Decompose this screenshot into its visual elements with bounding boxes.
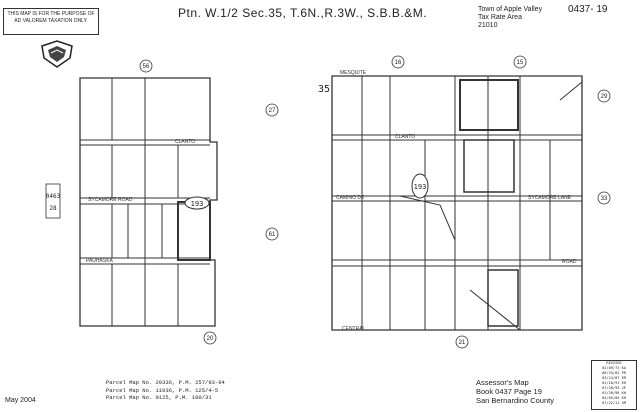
revised-date: 07/20/93 JP bbox=[602, 386, 626, 390]
tax-area-line3: 21010 bbox=[478, 22, 498, 29]
revised-date: 05/05/04 KH bbox=[602, 396, 626, 400]
area-number-193-right: 193 bbox=[414, 183, 427, 191]
adjacent-page-33: 33 bbox=[601, 196, 608, 202]
road-label-clanto: CLANTO bbox=[395, 134, 415, 140]
revised-date: 06/25/82 PR bbox=[602, 371, 626, 375]
revised-title: REVISED bbox=[606, 361, 622, 365]
adjacent-page-61: 61 bbox=[269, 232, 276, 238]
assessor-line3: San Bernardino County bbox=[476, 396, 554, 405]
road-label-mesquite: MESQUITE bbox=[340, 70, 367, 76]
disclaimer-box: THIS MAP IS FOR THE PURPOSE OF AD VALORE… bbox=[3, 8, 99, 35]
adjacent-page-21: 21 bbox=[459, 340, 466, 346]
revised-date: 02/09/73 KA bbox=[602, 366, 626, 370]
adjacent-page-29: 29 bbox=[601, 94, 608, 100]
adjacent-page-20: 20 bbox=[207, 336, 214, 342]
road-label-sycamore-lane: SYCAMORE LANE bbox=[528, 195, 572, 201]
road-label-sycamore-road: SYCAMORE ROAD bbox=[88, 197, 133, 203]
disclaimer-text: THIS MAP IS FOR THE PURPOSE OF AD VALORE… bbox=[7, 11, 95, 24]
assessor-line1: Assessor's Map bbox=[476, 378, 529, 387]
parcel-map-notes: Parcel Map No. 20336, P.M. 257/93-94 Par… bbox=[106, 379, 225, 402]
road-label-central: CENTRAL bbox=[342, 326, 366, 332]
parcel-map-line-1: Parcel Map No. 20336, P.M. 257/93-94 bbox=[106, 379, 225, 386]
adjacent-page-15: 15 bbox=[517, 60, 524, 66]
revised-date: 01/10/91 KH bbox=[602, 381, 626, 385]
adjacent-page-56: 56 bbox=[143, 64, 150, 70]
parcel-map-line-2: Parcel Map No. 11036, P.M. 125/4-5 bbox=[106, 386, 219, 394]
map-title: Ptn. W.1/2 Sec.35, T.6N.,R.3W., S.B.B.&M… bbox=[178, 6, 428, 20]
section-number: 35 bbox=[318, 84, 330, 95]
road-label-road: ROAD bbox=[562, 259, 577, 265]
revised-date: 01/20/98 KH bbox=[602, 391, 626, 395]
adjacent-page-27: 27 bbox=[269, 108, 276, 114]
book-page-number: 0437- 19 bbox=[568, 4, 608, 15]
tax-area-line2: Tax Rate Area bbox=[478, 14, 522, 21]
assessor-block: Assessor's Map Book 0437 Page 19 San Ber… bbox=[476, 378, 554, 405]
side-label-28: 28 bbox=[49, 205, 57, 212]
revised-date: 07/22/11 SM bbox=[602, 401, 626, 405]
road-label-camino: CAMINO DE bbox=[336, 195, 365, 201]
assessor-line2: Book 0437 Page 19 bbox=[476, 387, 542, 396]
revised-box: REVISED 02/09/73 KA 06/25/82 PR 03/24/87… bbox=[591, 360, 637, 410]
revised-date: 03/24/87 EM bbox=[602, 376, 626, 380]
adjacent-page-16: 16 bbox=[395, 60, 402, 66]
tax-area-line1: Town of Apple Valley bbox=[478, 6, 543, 13]
map-date: May 2004 bbox=[5, 397, 36, 404]
area-number-193-left: 193 bbox=[191, 200, 204, 208]
tax-rate-area: Town of Apple Valley Tax Rate Area 21010 bbox=[478, 6, 542, 30]
county-seal-icon bbox=[41, 40, 73, 68]
side-label-0463: 0463 bbox=[46, 193, 61, 200]
road-label-pauhaska: PAUHASKA bbox=[86, 258, 114, 264]
parcel-map-line-3: Parcel Map No. 9125, P.M. 100/31 bbox=[106, 394, 212, 401]
road-label-clanto-left: CLANTO bbox=[175, 139, 195, 145]
